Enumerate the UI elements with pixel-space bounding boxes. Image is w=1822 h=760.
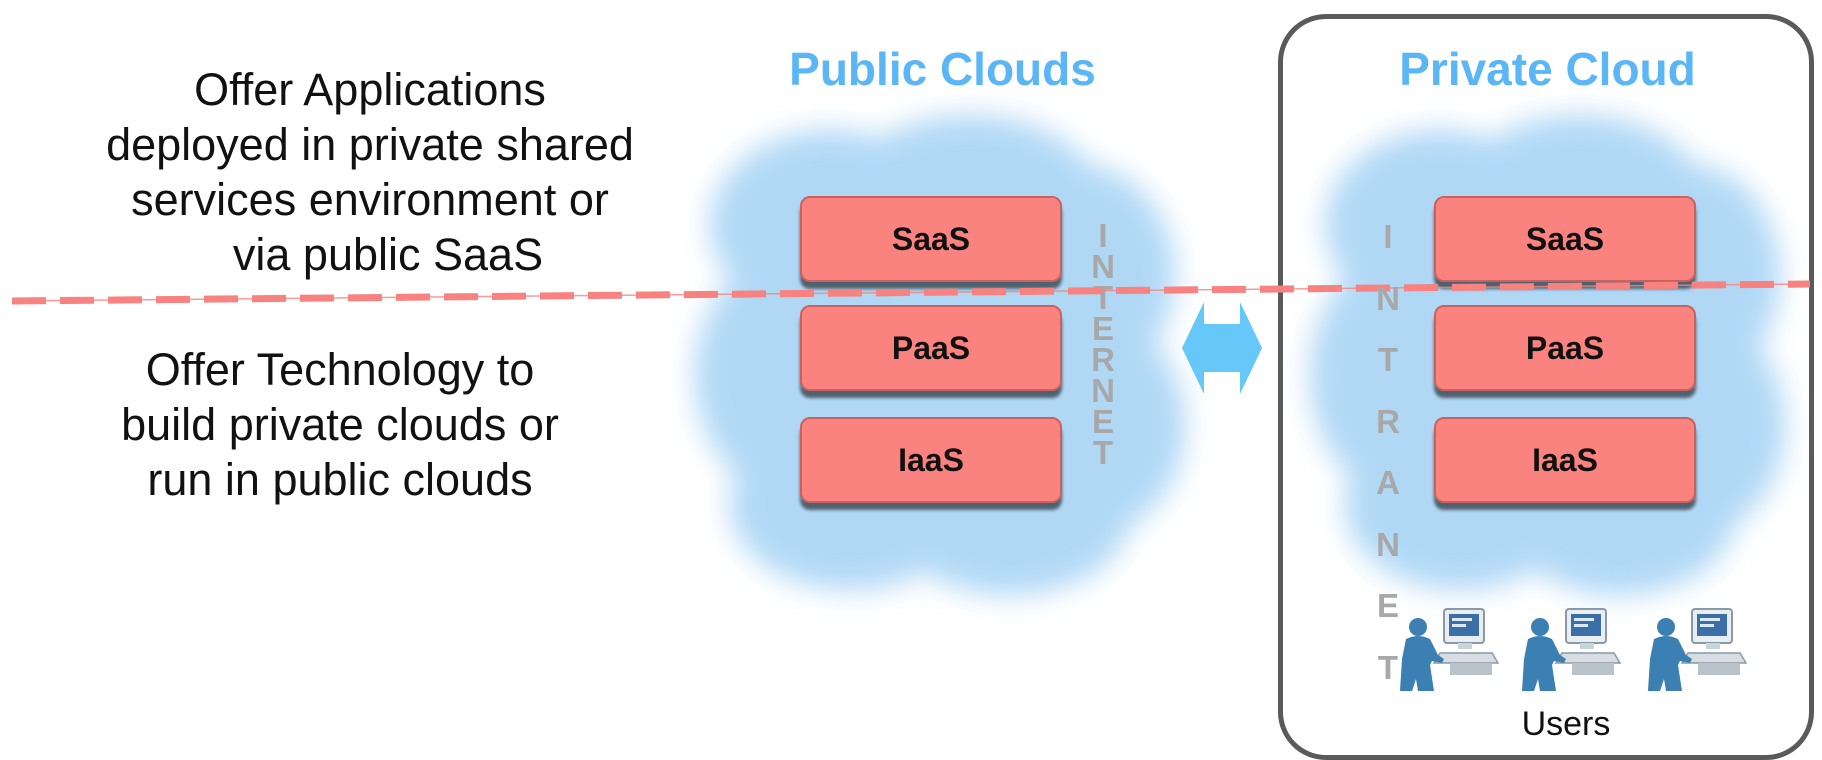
technology-line: build private clouds or xyxy=(121,399,559,450)
user-at-computer-icon xyxy=(1648,608,1748,691)
public-iaas-layer: IaaS xyxy=(800,417,1062,503)
internet-letter: I xyxy=(1098,217,1108,254)
intranet-letter: A xyxy=(1376,464,1400,501)
technology-line: run in public clouds xyxy=(147,454,533,505)
users-label: Users xyxy=(1521,705,1611,743)
applications-description: Offer Applications deployed in private s… xyxy=(40,62,700,282)
internet-letter: E xyxy=(1091,310,1114,347)
internet-letter: N xyxy=(1091,248,1115,285)
intranet-label: I N T R A N E T xyxy=(1368,206,1408,698)
internet-letter: E xyxy=(1091,403,1114,440)
intranet-letter: N xyxy=(1376,279,1400,317)
user-at-computer-icon xyxy=(1522,608,1622,691)
public-paas-layer: PaaS xyxy=(800,305,1062,391)
applications-line: services environment or xyxy=(131,174,609,225)
private-cloud-title: Private Cloud xyxy=(1399,43,1696,95)
intranet-letter: R xyxy=(1376,402,1400,440)
internet-letter: N xyxy=(1091,372,1115,409)
applications-line: Offer Applications xyxy=(194,64,546,115)
intranet-letter: T xyxy=(1377,648,1399,686)
internet-letter: R xyxy=(1091,341,1115,378)
technology-description: Offer Technology to build private clouds… xyxy=(30,342,650,507)
public-saas-layer: SaaS xyxy=(800,196,1062,282)
internet-label: I N T E R N E T xyxy=(1083,217,1123,471)
private-cloud-frame xyxy=(1278,14,1814,760)
double-arrow-icon xyxy=(1182,302,1262,394)
public-clouds-title: Public Clouds xyxy=(789,43,1096,95)
intranet-letter: I xyxy=(1383,218,1393,255)
internet-letter: T xyxy=(1092,434,1114,471)
private-iaas-layer: IaaS xyxy=(1434,417,1696,503)
intranet-letter: T xyxy=(1377,341,1399,378)
user-at-computer-icon xyxy=(1400,608,1500,691)
applications-line: deployed in private shared xyxy=(106,119,634,170)
private-paas-layer: PaaS xyxy=(1434,305,1696,391)
applications-line: via public SaaS xyxy=(232,229,544,280)
intranet-letter: N xyxy=(1376,525,1400,563)
technology-line: Offer Technology to xyxy=(145,344,535,395)
private-saas-layer: SaaS xyxy=(1434,196,1696,282)
intranet-letter: E xyxy=(1376,587,1399,624)
